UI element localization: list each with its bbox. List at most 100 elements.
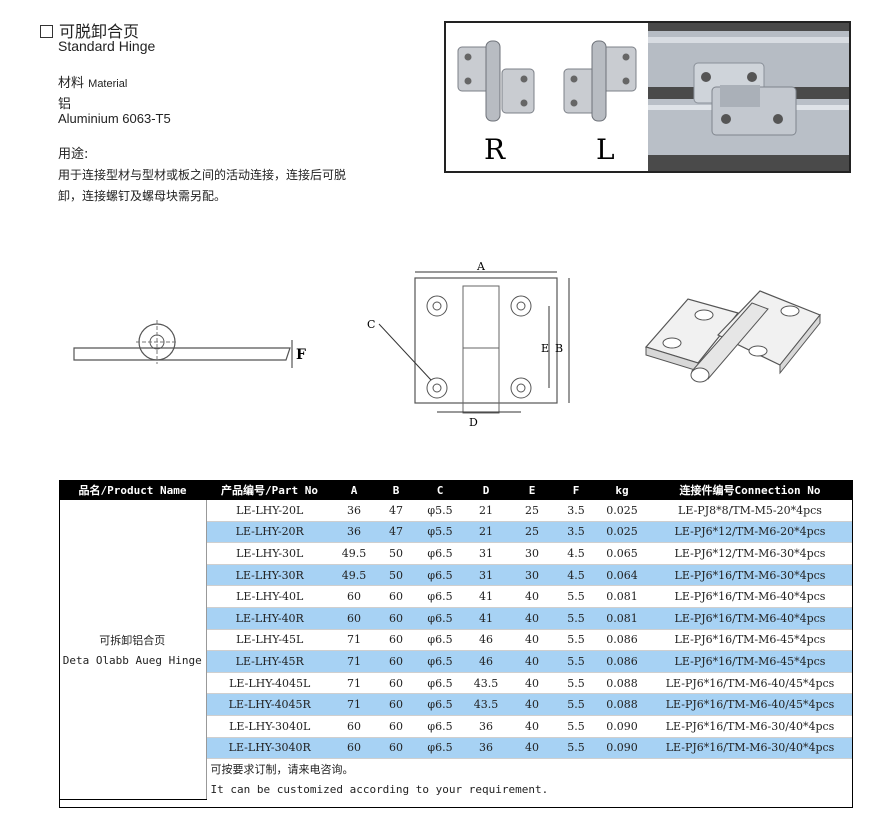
title-cn: 可脱卸合页 xyxy=(59,22,140,41)
label-l: L xyxy=(596,133,615,166)
table-cell-e: 40 xyxy=(509,585,555,608)
dim-b: B xyxy=(555,342,563,355)
table-cell-e: 40 xyxy=(509,672,555,695)
table-cell-conn: LE-PJ6*16/TM-M6-40/45*4pcs xyxy=(647,693,853,716)
table-cell-conn: LE-PJ6*16/TM-M6-40/45*4pcs xyxy=(647,672,853,695)
table-cell-c: φ6.5 xyxy=(417,650,463,673)
table-cell-conn: LE-PJ6*16/TM-M6-30/40*4pcs xyxy=(647,715,853,738)
table-cell-f: 5.5 xyxy=(555,672,597,695)
side-view-drawing: F xyxy=(73,320,306,368)
table-cell-kg: 0.086 xyxy=(597,629,647,652)
table-cell-b: 60 xyxy=(375,629,417,652)
product-name-cn: 可拆卸铝合页 xyxy=(99,633,166,647)
table-cell-conn: LE-PJ8*8/TM-M5-20*4pcs xyxy=(647,500,853,522)
hinge-r-image xyxy=(457,40,535,122)
iso-view-drawing xyxy=(644,290,821,383)
table-cell-a: 71 xyxy=(333,672,375,695)
table-cell-d: 36 xyxy=(463,715,509,738)
usage-text: 用于连接型材与型材或板之间的活动连接，连接后可脱卸，连接螺钉及螺母块需另配。 xyxy=(58,168,347,203)
material-label-en: Material xyxy=(88,78,128,90)
table-cell-e: 40 xyxy=(509,737,555,760)
table-cell-a: 49.5 xyxy=(333,542,375,565)
table-cell-kg: 0.025 xyxy=(597,521,647,544)
table-cell-e: 25 xyxy=(509,500,555,522)
table-cell-f: 5.5 xyxy=(555,693,597,716)
table-cell-c: φ6.5 xyxy=(417,564,463,587)
col-header: E xyxy=(509,480,555,500)
table-cell-kg: 0.090 xyxy=(597,737,647,760)
product-name-cell: 可拆卸铝合页 Deta Olabb Aueg Hinge xyxy=(59,500,207,800)
table-cell-d: 31 xyxy=(463,542,509,565)
product-name-en: Deta Olabb Aueg Hinge xyxy=(62,653,202,667)
table-cell-b: 60 xyxy=(375,672,417,695)
table-cell-c: φ6.5 xyxy=(417,607,463,630)
table-cell-d: 46 xyxy=(463,650,509,673)
table-cell-kg: 0.088 xyxy=(597,672,647,695)
table-cell-conn: LE-PJ6*16/TM-M6-30*4pcs xyxy=(647,564,853,587)
table-cell-conn: LE-PJ6*16/TM-M6-45*4pcs xyxy=(647,650,853,673)
table-cell-a: 71 xyxy=(333,693,375,716)
table-cell-f: 3.5 xyxy=(555,500,597,522)
table-cell-kg: 0.088 xyxy=(597,693,647,716)
dim-a: A xyxy=(476,260,486,273)
table-cell-a: 36 xyxy=(333,521,375,544)
table-cell-a: 60 xyxy=(333,607,375,630)
table-cell-c: φ5.5 xyxy=(417,500,463,522)
col-header: 产品编号/Part No xyxy=(206,480,333,500)
material-label-cn: 材料 xyxy=(58,76,85,91)
table-cell-f: 5.5 xyxy=(555,650,597,673)
table-cell-kg: 0.064 xyxy=(597,564,647,587)
table-cell-part: LE-LHY-20R xyxy=(206,521,333,544)
table-cell-b: 60 xyxy=(375,715,417,738)
table-cell-e: 40 xyxy=(509,693,555,716)
table-cell-part: LE-LHY-4045L xyxy=(206,672,333,695)
table-cell-f: 3.5 xyxy=(555,521,597,544)
front-view-drawing: A B E D C xyxy=(367,260,570,429)
table-cell-b: 50 xyxy=(375,542,417,565)
table-cell-c: φ6.5 xyxy=(417,672,463,695)
table-cell-c: φ6.5 xyxy=(417,737,463,760)
table-cell-a: 71 xyxy=(333,629,375,652)
hinge-rl-photo: R L xyxy=(446,23,646,171)
table-cell-a: 60 xyxy=(333,585,375,608)
col-header: 连接件编号Connection No xyxy=(647,480,853,500)
table-cell-kg: 0.081 xyxy=(597,607,647,630)
table-cell-f: 5.5 xyxy=(555,629,597,652)
table-cell-a: 71 xyxy=(333,650,375,673)
table-cell-b: 47 xyxy=(375,500,417,522)
table-cell-e: 30 xyxy=(509,564,555,587)
table-cell-b: 60 xyxy=(375,585,417,608)
table-cell-c: φ6.5 xyxy=(417,542,463,565)
col-header: C xyxy=(417,480,463,500)
table-cell-d: 41 xyxy=(463,585,509,608)
table-cell-e: 25 xyxy=(509,521,555,544)
col-header: A xyxy=(333,480,375,500)
table-cell-c: φ5.5 xyxy=(417,521,463,544)
table-cell-a: 36 xyxy=(333,500,375,522)
title-en: Standard Hinge xyxy=(58,38,156,54)
note-en: It can be customized according to your r… xyxy=(210,782,549,796)
table-cell-b: 60 xyxy=(375,607,417,630)
col-header: F xyxy=(555,480,597,500)
table-cell-b: 47 xyxy=(375,521,417,544)
table-cell-c: φ6.5 xyxy=(417,629,463,652)
table-cell-c: φ6.5 xyxy=(417,585,463,608)
table-cell-kg: 0.065 xyxy=(597,542,647,565)
table-cell-conn: LE-PJ6*16/TM-M6-30/40*4pcs xyxy=(647,737,853,760)
material-label: 材料 Material xyxy=(58,72,127,91)
hinge-installed-photo xyxy=(648,23,849,171)
table-cell-part: LE-LHY-30L xyxy=(206,542,333,565)
dim-f: F xyxy=(296,347,306,363)
dim-c: C xyxy=(367,318,375,331)
note-cn: 可按要求订制，请来电咨询。 xyxy=(210,763,354,777)
checkbox-square-icon xyxy=(40,25,53,38)
table-cell-d: 43.5 xyxy=(463,693,509,716)
dim-e: E xyxy=(541,342,549,355)
table-cell-f: 5.5 xyxy=(555,585,597,608)
table-cell-part: LE-LHY-30R xyxy=(206,564,333,587)
table-cell-a: 60 xyxy=(333,737,375,760)
